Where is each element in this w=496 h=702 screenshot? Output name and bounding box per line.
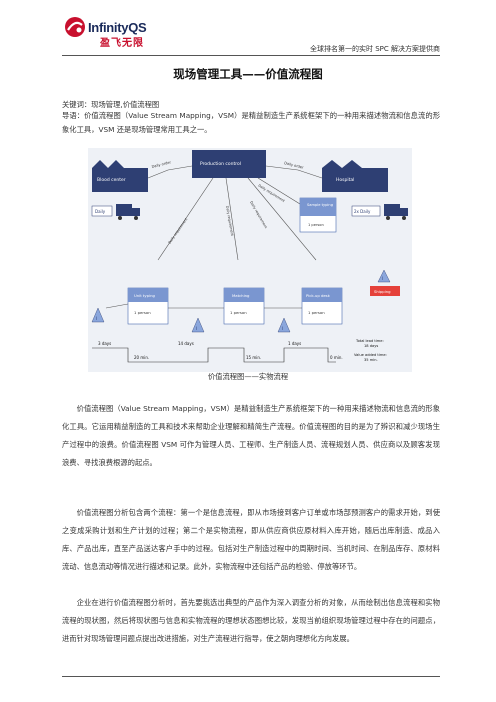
shipping-label: Shipping <box>374 289 391 294</box>
infinityqs-logo-icon <box>65 17 85 37</box>
daily-requirement-2-label: Daily requirement <box>225 205 234 236</box>
process-unit-typing: Unit typing 1 person <box>127 287 169 325</box>
production-control-label: Production control <box>200 161 241 167</box>
value-added-label: Value added time: <box>354 353 387 357</box>
truck-right-icon <box>384 204 408 220</box>
header-slogan: 全球排名第一的实时 SPC 解决方案提供商 <box>309 45 440 53</box>
production-control-box <box>192 150 266 178</box>
total-lead-value: 18 days <box>364 344 378 348</box>
body-paragraph-1: 价值流程图（Value Stream Mapping，VSM）是精益制造生产系统… <box>62 404 440 467</box>
process-pick-up-desk: Pick-up desk 1 person <box>301 287 343 325</box>
inventory-triangle-2-icon <box>191 317 205 333</box>
process-name: Matching <box>232 293 250 298</box>
sample-typing-label: Sample typing <box>307 203 333 207</box>
logo-text-cn: 盈飞无限 <box>100 38 144 49</box>
value-stream-map-figure: Blood center Production control Hospital… <box>88 148 412 372</box>
header-divider <box>62 55 440 56</box>
body-paragraph-2: 价值流程图分析包含两个流程：第一个是信息流程，即从市场接到客户订单或市场部预测客… <box>62 508 440 571</box>
inventory-triangle-1-icon <box>91 307 105 323</box>
blood-center-label: Blood center <box>97 177 126 183</box>
timeline-top-2: 14 days <box>178 341 194 346</box>
hospital-factory-icon <box>322 160 388 192</box>
keywords: 关键词：现场管理,价值流程图 <box>62 100 160 109</box>
process-matching: Matching 1 person <box>223 287 265 325</box>
blood-center-factory-icon <box>92 160 148 192</box>
page-header: InfinityQS 盈飞无限 全球排名第一的实时 SPC 解决方案提供商 <box>0 0 496 62</box>
logo-text-en: InfinityQS <box>88 20 147 35</box>
body-paragraph-3: 企业在进行价值流程图分析时，首先要挑选出典型的产品作为深入调查分析的对象，从而绘… <box>62 598 440 643</box>
figure-caption: 价值流程图——实物流程 <box>207 372 289 381</box>
truck-left-icon <box>116 204 140 220</box>
inventory-mark: I <box>96 316 97 321</box>
daily-left-label: Daily <box>95 209 106 214</box>
sample-typing-staff: 1 person <box>308 223 324 227</box>
process-staff: 1 person <box>230 310 247 315</box>
daily-right-label: 2x Daily <box>354 209 371 214</box>
timeline-bottom-1: 20 min. <box>134 355 149 360</box>
inventory-mark: I <box>196 326 197 331</box>
process-staff: 1 person <box>308 310 325 315</box>
page-title: 现场管理工具——价值流程图 <box>173 67 323 81</box>
process-name: Pick-up desk <box>306 293 331 298</box>
daily-order-left-label: Daily order <box>151 160 172 169</box>
timeline-top-1: 3 days <box>98 341 111 346</box>
timeline-bottom-3: 0 min. <box>330 355 343 360</box>
inventory-mark: I <box>382 276 383 281</box>
inventory-triangle-shipping-icon <box>377 269 391 283</box>
daily-order-right-label: Daily order <box>284 161 305 170</box>
value-added-value: 35 min. <box>364 358 378 362</box>
inventory-mark: I <box>282 326 283 331</box>
inventory-triangle-3-icon <box>277 317 291 333</box>
total-lead-label: Total lead time: <box>355 339 384 343</box>
timeline-bottom-2: 15 min. <box>246 355 261 360</box>
process-name: Unit typing <box>134 293 156 298</box>
intro-paragraph: 导语：价值流程图（Value Stream Mapping，VSM）是精益制造生… <box>62 111 440 134</box>
process-staff: 1 person <box>134 310 151 315</box>
footer-divider <box>62 676 440 677</box>
hospital-label: Hospital <box>336 177 354 183</box>
timeline-top-3: 1 days <box>288 341 301 346</box>
timeline-ladder <box>92 347 336 363</box>
